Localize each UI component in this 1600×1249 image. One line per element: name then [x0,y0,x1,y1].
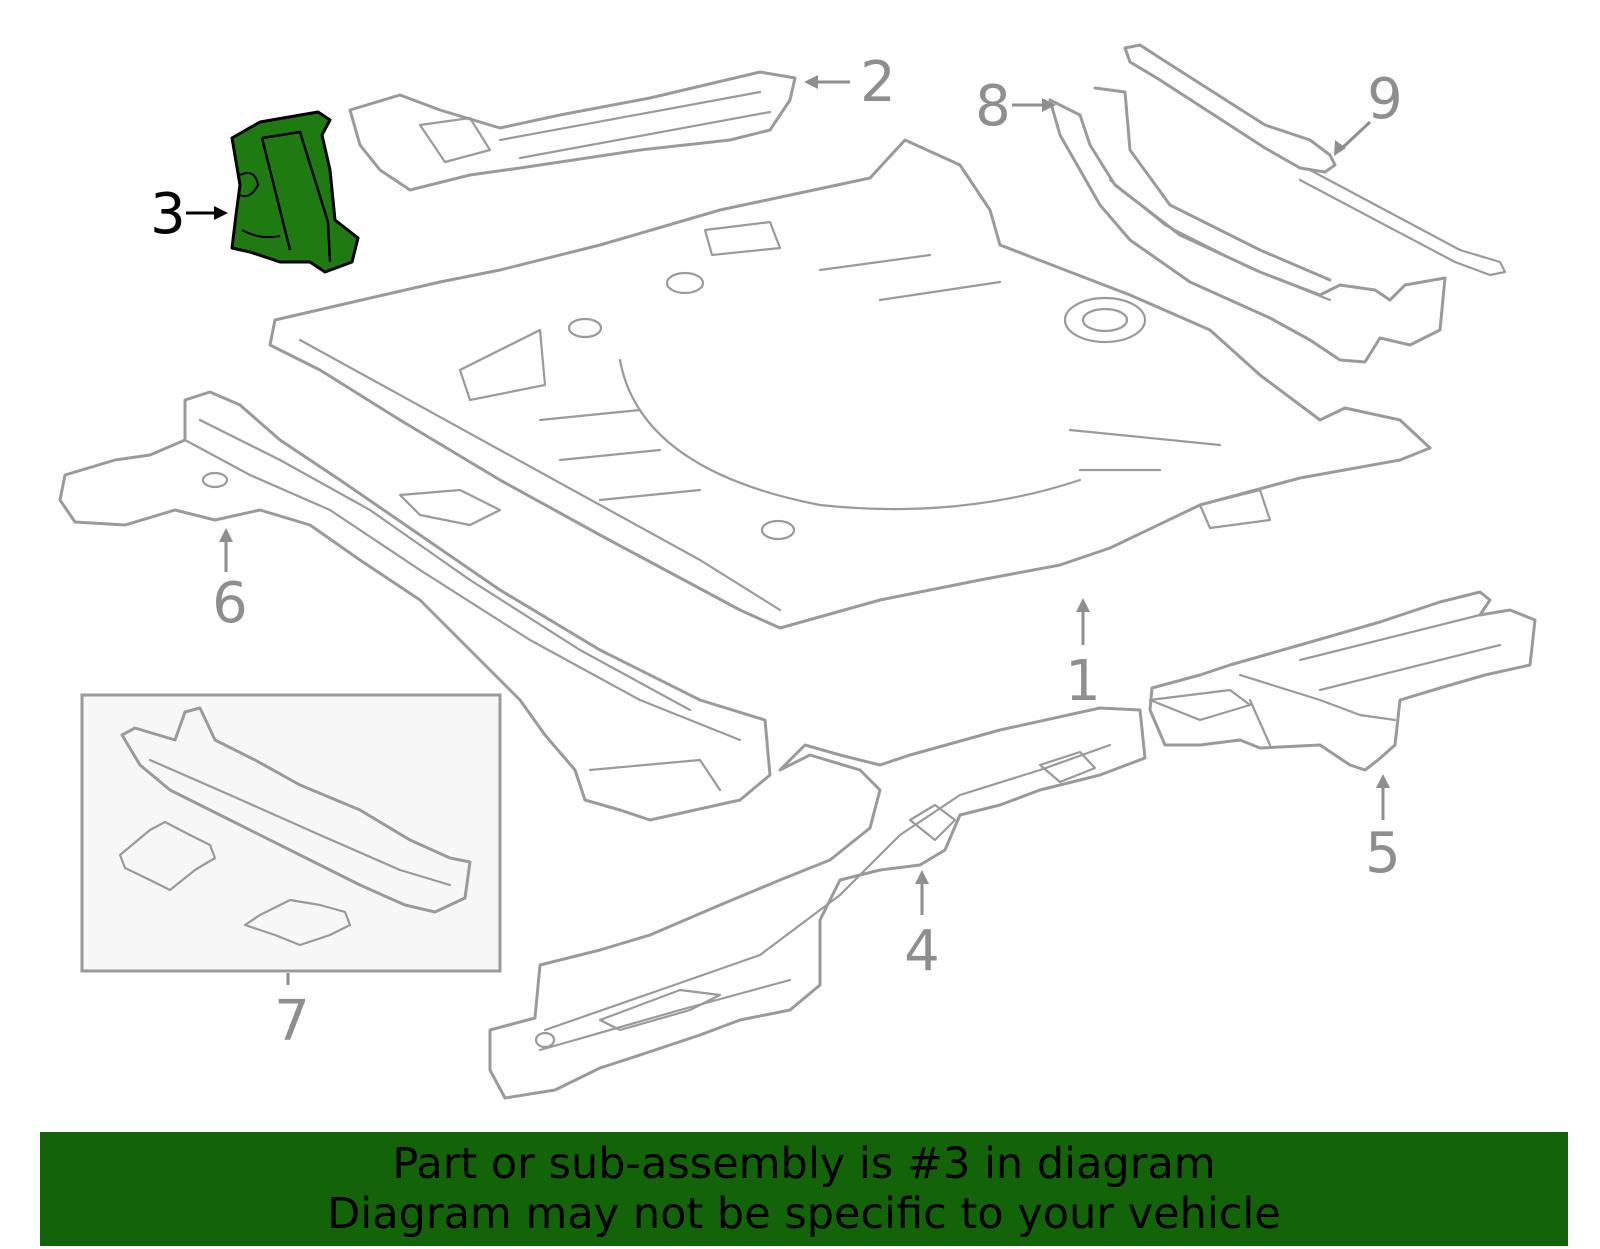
callout-2[interactable]: 2 [804,50,896,115]
callout-7-label: 7 [274,989,310,1054]
callout-9[interactable]: 9 [1334,67,1403,156]
callout-1[interactable]: 1 [1065,598,1101,714]
callout-7[interactable]: 7 [274,973,310,1054]
callout-9-label: 9 [1367,67,1403,132]
part-9-outline [1123,43,1507,277]
callout-3[interactable]: 3 [150,182,228,247]
part-3-shape [230,110,360,274]
callout-4-label: 4 [904,919,940,984]
callout-1-label: 1 [1065,649,1101,714]
callout-8-label: 8 [975,74,1011,139]
banner-line-2: Diagram may not be specific to your vehi… [327,1189,1281,1239]
callout-8[interactable]: 8 [975,74,1056,139]
part-4-outline [488,706,1147,1100]
part-2-outline [348,70,797,192]
callout-3-label: 3 [150,182,186,247]
part-7-inset [80,693,502,973]
callout-2-label: 2 [860,50,896,115]
part-6-outline [58,390,772,822]
part-3-highlighted[interactable] [230,110,360,274]
callout-5[interactable]: 5 [1365,774,1401,886]
part-8-outline [1048,86,1447,364]
callout-6-label: 6 [212,571,248,636]
part-5-outline [1148,590,1537,772]
callout-6[interactable]: 6 [212,528,248,636]
info-banner: Part or sub-assembly is #3 in diagram Di… [40,1132,1568,1246]
callout-4[interactable]: 4 [904,870,940,984]
part-1-outline [268,138,1432,630]
banner-line-1: Part or sub-assembly is #3 in diagram [392,1139,1216,1189]
callout-5-label: 5 [1365,821,1401,886]
